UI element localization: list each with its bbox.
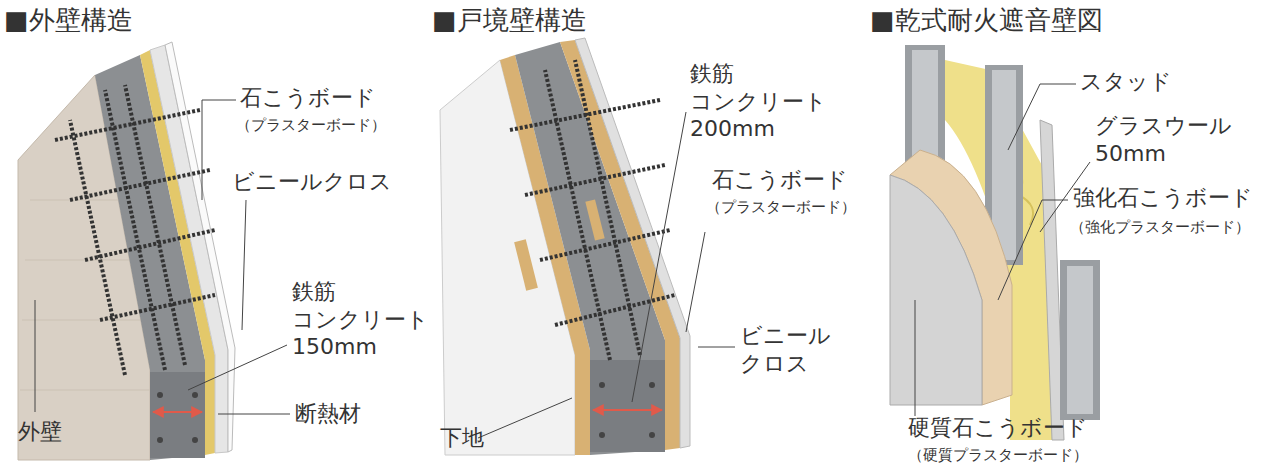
part-label: 硬質石こうボード xyxy=(908,414,1088,442)
part-label: 石こうボード xyxy=(712,166,848,194)
part-label: 断熱材 xyxy=(295,400,361,428)
dimension-label: 鉄筋 コンクリート 200mm xyxy=(690,60,827,143)
section-heading: ■外壁構造 xyxy=(4,4,133,37)
part-label: ビニール クロス xyxy=(740,322,831,377)
part-note: （プラスターボード） xyxy=(236,116,386,135)
part-note: （プラスターボード） xyxy=(706,198,856,217)
dimension-label: 鉄筋 コンクリート 150mm xyxy=(292,278,429,361)
dry-wall-figure xyxy=(890,45,1100,440)
section-heading: ■戸境壁構造 xyxy=(432,4,587,37)
part-label: 強化石こうボード xyxy=(1073,184,1253,212)
part-label: ビニールクロス xyxy=(232,168,392,196)
section-heading: ■乾式耐火遮音壁図 xyxy=(870,4,1103,37)
part-label: 石こうボード xyxy=(240,84,376,112)
part-label: グラスウール 50mm xyxy=(1095,112,1232,167)
part-note: （強化プラスターボード） xyxy=(1070,218,1250,237)
part-label: 外壁 xyxy=(18,418,62,446)
part-label: 下地 xyxy=(440,424,484,452)
part-label: スタッド xyxy=(1080,68,1172,96)
part-note: （硬質プラスターボード） xyxy=(908,446,1088,465)
